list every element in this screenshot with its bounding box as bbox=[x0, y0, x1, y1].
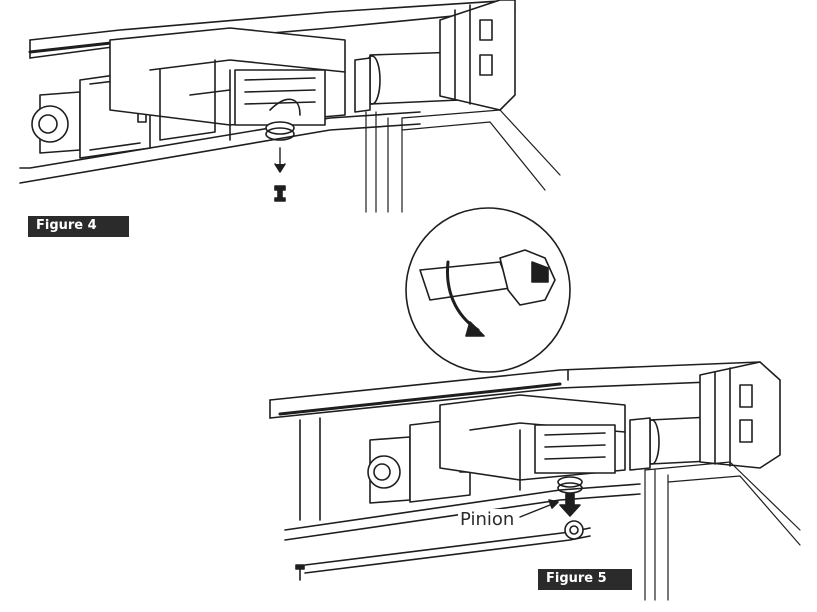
pinion-callout-label: Pinion bbox=[458, 509, 517, 531]
figure-4-label: Figure 4 bbox=[28, 216, 129, 237]
wrench-icon bbox=[419, 249, 556, 337]
figure-5-label: Figure 5 bbox=[538, 569, 632, 590]
